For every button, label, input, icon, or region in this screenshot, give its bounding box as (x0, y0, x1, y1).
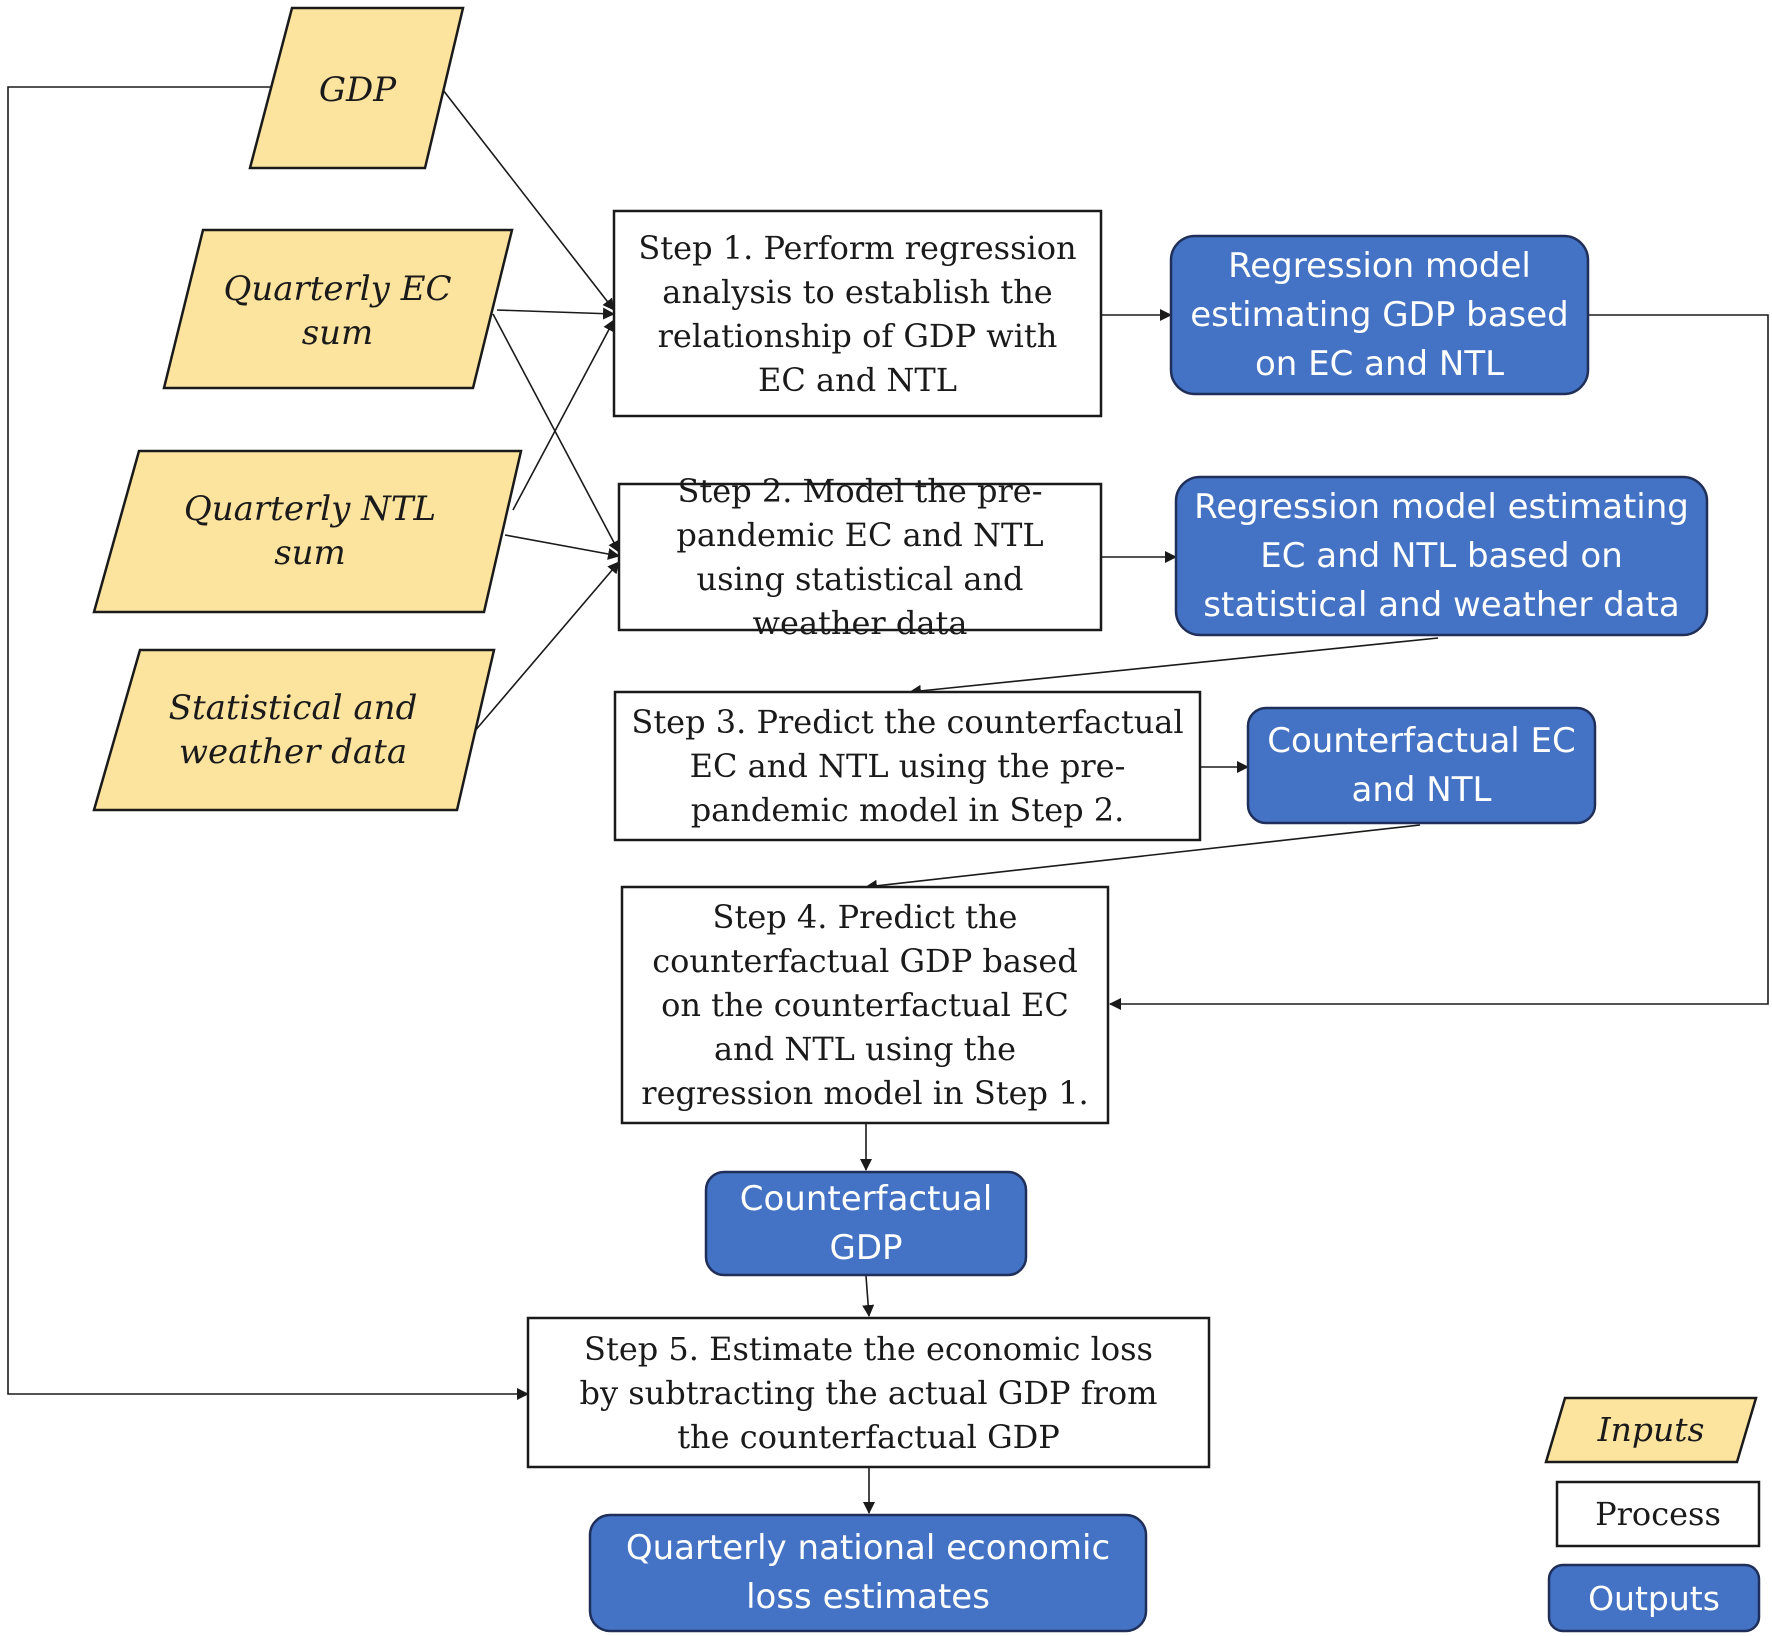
step2-label: Step 2. Model the pre-pandemic EC and NT… (676, 472, 1044, 642)
regression-ec-ntl-label: Regression model estimating EC and NTL b… (1194, 486, 1689, 625)
edges (7, 86, 1769, 1514)
loss-estimates-label: Quarterly national economic loss estimat… (625, 1528, 1111, 1617)
regression-gdp-box (1169, 234, 1590, 396)
step2-box (617, 482, 1103, 632)
edge-weather-to-step2 (473, 561, 620, 733)
step5-box (526, 1316, 1211, 1469)
step5-label: Step 5. Estimate the economic loss by su… (579, 1329, 1158, 1456)
loss-estimates-box (588, 1513, 1148, 1633)
legend-process-label: Process (1595, 1495, 1721, 1533)
input-ntl-label: Quarterly NTL sum (183, 489, 437, 573)
input-shapes (92, 6, 1758, 1464)
edge-ec-to-step1 (496, 307, 615, 320)
process-shapes (526, 209, 1761, 1548)
legend-process-box (1555, 1480, 1761, 1548)
legend-outputs-box (1547, 1563, 1761, 1633)
input-ec-shape (162, 228, 514, 390)
legend-inputs-label: Inputs (1597, 1410, 1705, 1449)
input-weather-label: Statistical and weather data (168, 688, 418, 772)
input-ntl-shape (92, 449, 523, 614)
step1-box (612, 209, 1103, 418)
output-shapes (588, 234, 1761, 1633)
edge-gdp-to-step1 (442, 89, 615, 311)
step4-label: Step 4. Predict the counterfactual GDP b… (641, 898, 1089, 1112)
regression-ec-ntl-box (1174, 475, 1709, 637)
counterfactual-gdp-box (704, 1170, 1028, 1277)
input-weather-shape (92, 648, 496, 812)
input-ec-label: Quarterly EC sum (223, 269, 452, 353)
input-gdp-shape (248, 6, 465, 170)
counterfactual-gdp-label: Counterfactual GDP (739, 1178, 993, 1268)
edge-gdp-to-step5 (7, 86, 529, 1400)
step1-label: Step 1. Perform regression analysis to e… (638, 229, 1077, 399)
edge-ntl-to-step2 (504, 534, 620, 560)
input-gdp-label: GDP (318, 70, 397, 110)
edge-regression-ec-ntl-to-step3 (909, 637, 1439, 697)
legend-outputs-label: Outputs (1588, 1578, 1720, 1618)
step3-box (613, 690, 1202, 842)
edge-counterfactual-gdp-to-step5 (862, 1275, 875, 1317)
edge-regression-gdp-to-step4 (1109, 314, 1769, 1010)
counterfactual-ec-ntl-box (1246, 706, 1597, 825)
counterfactual-ec-ntl-label: Counterfactual EC and NTL (1267, 720, 1576, 810)
regression-gdp-label: Regression model estimating GDP based on… (1190, 245, 1569, 384)
legend-inputs-shape (1544, 1396, 1758, 1464)
edge-counterfactual-ec-ntl-to-step4 (865, 824, 1421, 892)
step4-box (620, 885, 1110, 1125)
edge-ec-to-step2 (492, 313, 620, 553)
edge-ntl-to-step1 (512, 319, 615, 511)
step3-label: Step 3. Predict the counterfactual EC an… (631, 703, 1184, 829)
